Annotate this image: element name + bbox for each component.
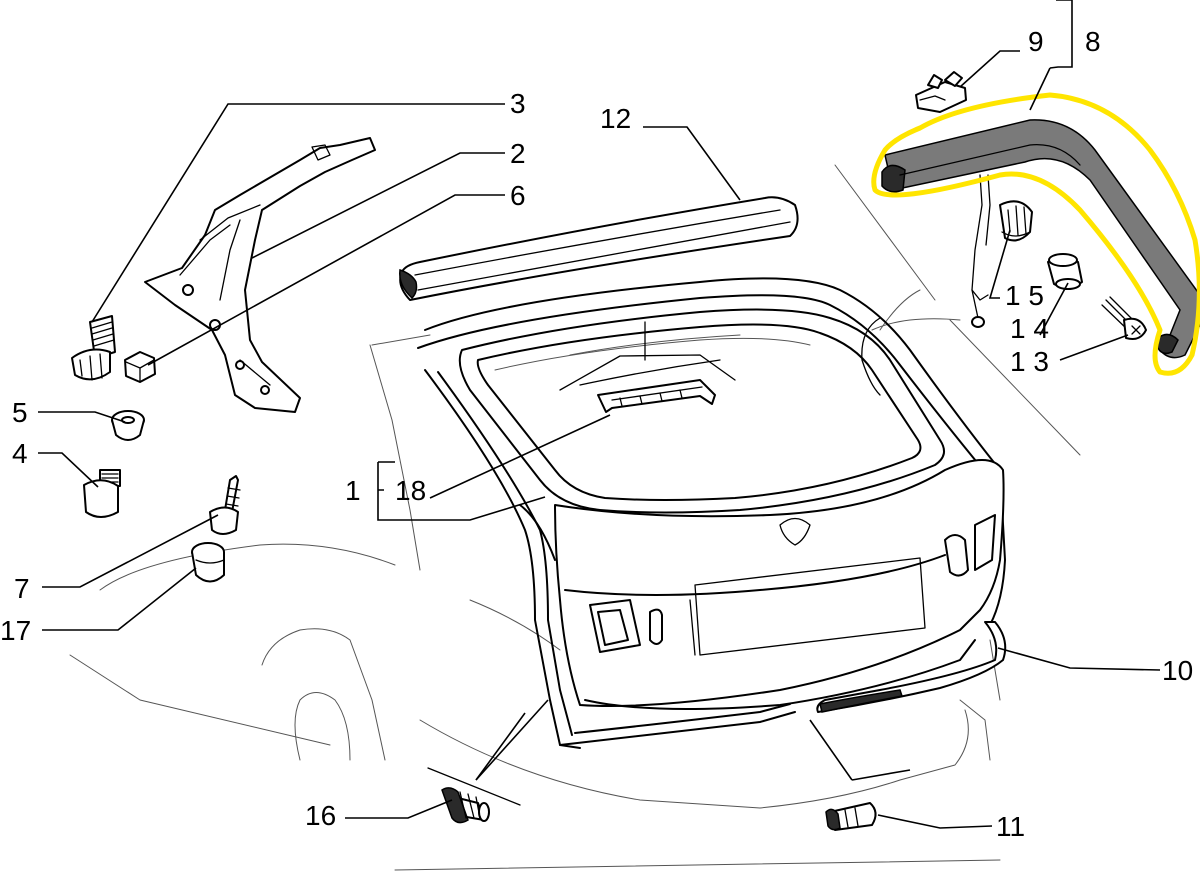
part-18-bracket [579, 359, 721, 413]
part-14-spacer [1047, 253, 1083, 290]
callout-labels: 1 2 3 4 5 6 7 8 9 10 11 12 1 3 1 4 1 5 1… [0, 26, 1193, 842]
car-body-outline [69, 164, 1081, 871]
part-16-bumper-stop [427, 767, 521, 824]
part-12-roof-seal [399, 196, 799, 301]
callout-11: 11 [996, 811, 1025, 842]
tailgate-assembly [417, 277, 1006, 749]
callout-1: 1 [345, 475, 361, 506]
callout-5: 5 [12, 397, 28, 428]
part-7-screw [209, 475, 241, 535]
part-10-lower-seal [816, 621, 1007, 713]
callout-16: 16 [305, 800, 336, 831]
part-4-stud [83, 469, 121, 518]
callout-13: 1 3 [1010, 346, 1049, 377]
callout-17: 17 [0, 615, 31, 646]
callout-14: 1 4 [1010, 313, 1049, 344]
part-5-cap [111, 410, 145, 441]
part-17-plug [191, 542, 225, 583]
cable-harness [971, 174, 991, 328]
callout-8: 8 [1085, 26, 1101, 57]
part-8-spoiler-seal [881, 119, 1200, 359]
part-11-buffer [825, 802, 877, 831]
part-9-clip [915, 71, 967, 113]
callout-10: 10 [1162, 655, 1193, 686]
part-15-grommet [999, 200, 1033, 242]
callout-12: 12 [600, 103, 631, 134]
callout-7: 7 [14, 573, 30, 604]
callout-3: 3 [510, 88, 526, 119]
callout-2: 2 [510, 138, 526, 169]
callout-6: 6 [510, 180, 526, 211]
part-6-nut [124, 351, 156, 383]
part-13-screw [1101, 296, 1147, 340]
leader-lines [38, 0, 1161, 829]
callout-4: 4 [12, 438, 28, 469]
part-3-bolt [71, 315, 116, 381]
part-2-hinge [144, 137, 376, 413]
highlight-outline [871, 92, 1200, 376]
callout-15: 1 5 [1005, 280, 1044, 311]
callout-9: 9 [1028, 26, 1044, 57]
callout-18: 18 [395, 475, 426, 506]
